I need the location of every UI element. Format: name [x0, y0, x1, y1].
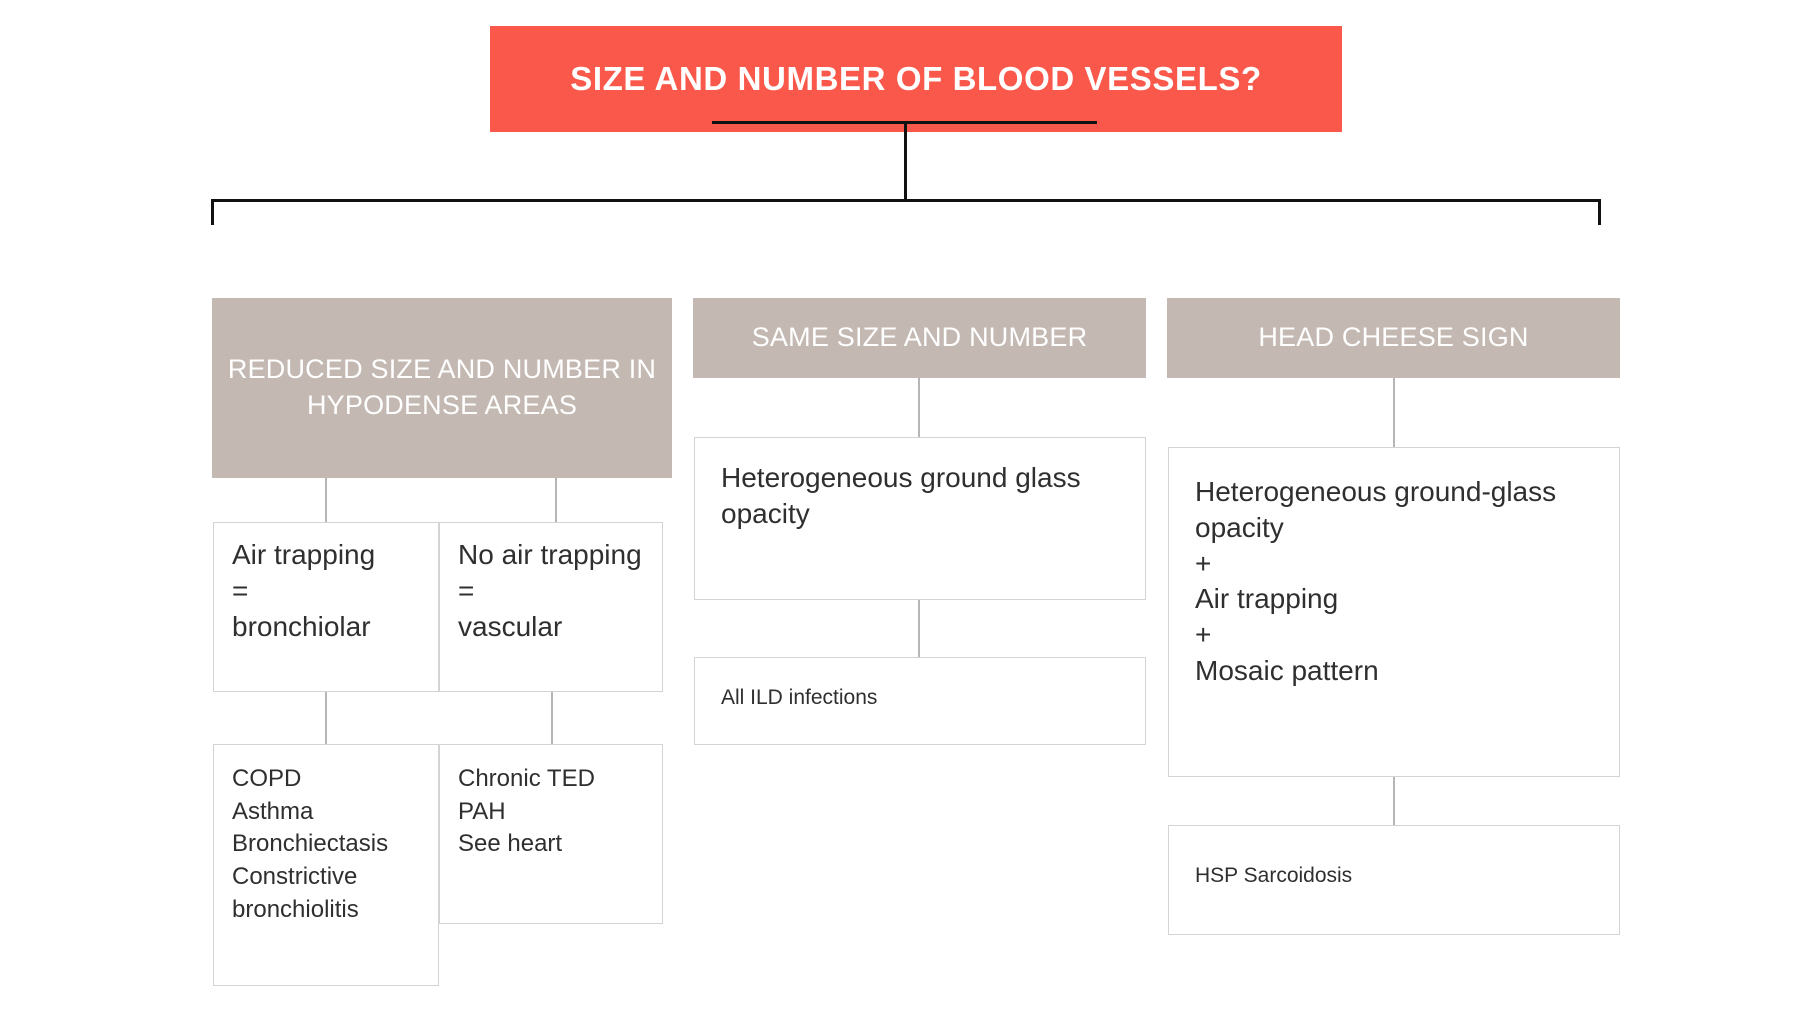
node-chronic-ted-list[interactable]: Chronic TED PAH See heart: [439, 744, 663, 924]
connector-no-air-trapping-down: [551, 692, 553, 744]
node-copd-list[interactable]: COPD Asthma Bronchiectasis Constrictive …: [213, 744, 439, 986]
branch-header-label: HEAD CHEESE SIGN: [1258, 322, 1529, 353]
connector-head-cheese-down: [1393, 777, 1395, 825]
connector-branch1-left: [325, 478, 327, 522]
node-heterogeneous-ggo-label: Heterogeneous ground glass opacity: [721, 462, 1081, 529]
node-all-ild-infections-label: All ILD infections: [721, 686, 878, 709]
node-all-ild-infections[interactable]: All ILD infections: [694, 657, 1146, 745]
connector-ggo-down: [918, 600, 920, 657]
node-head-cheese-criteria[interactable]: Heterogeneous ground-glass opacity + Air…: [1168, 447, 1620, 777]
branch-bracket-horizontal: [211, 199, 1601, 202]
node-hsp-sarcoidosis-label: HSP Sarcoidosis: [1195, 864, 1353, 887]
node-chronic-ted-list-label: Chronic TED PAH See heart: [458, 765, 595, 858]
branch-header-label: REDUCED SIZE AND NUMBER IN HYPODENSE ARE…: [227, 354, 657, 420]
root-connector-vertical: [904, 121, 907, 201]
root-node-size-and-number-of-blood-vessels[interactable]: SIZE AND NUMBER OF BLOOD VESSELS?: [490, 26, 1342, 132]
node-hsp-sarcoidosis[interactable]: HSP Sarcoidosis: [1168, 825, 1620, 935]
node-no-air-trapping-label: No air trapping = vascular: [458, 539, 642, 642]
branch-header-same-size[interactable]: SAME SIZE AND NUMBER: [693, 298, 1146, 378]
branch-header-head-cheese-sign[interactable]: HEAD CHEESE SIGN: [1167, 298, 1620, 378]
root-node-label: SIZE AND NUMBER OF BLOOD VESSELS?: [570, 59, 1262, 97]
connector-branch1-right: [555, 478, 557, 522]
branch-header-reduced-size[interactable]: REDUCED SIZE AND NUMBER IN HYPODENSE ARE…: [212, 298, 672, 478]
node-head-cheese-criteria-label: Heterogeneous ground-glass opacity + Air…: [1195, 476, 1557, 687]
connector-branch2-down: [918, 378, 920, 437]
branch-header-label: SAME SIZE AND NUMBER: [751, 322, 1088, 353]
node-copd-list-label: COPD Asthma Bronchiectasis Constrictive …: [232, 765, 389, 923]
node-air-trapping-label: Air trapping = bronchiolar: [232, 539, 376, 642]
branch-bracket-left-tick: [211, 199, 214, 225]
node-air-trapping[interactable]: Air trapping = bronchiolar: [213, 522, 439, 692]
connector-air-trapping-down: [325, 692, 327, 744]
connector-branch3-down: [1393, 378, 1395, 447]
node-no-air-trapping[interactable]: No air trapping = vascular: [439, 522, 663, 692]
node-heterogeneous-ggo[interactable]: Heterogeneous ground glass opacity: [694, 437, 1146, 600]
branch-bracket-right-tick: [1598, 199, 1601, 225]
